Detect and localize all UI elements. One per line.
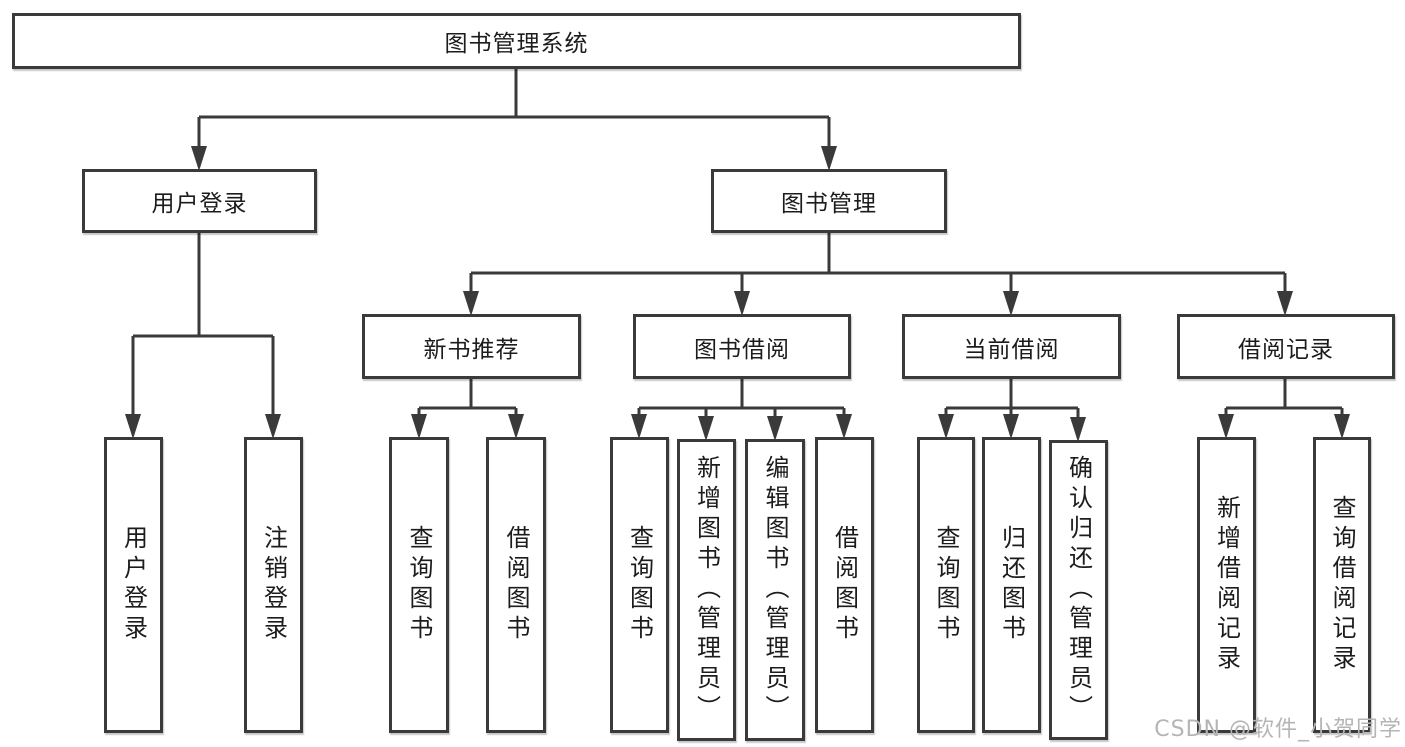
arrow-down-icon (698, 416, 714, 441)
arrow-down-icon (191, 146, 207, 171)
arrow-down-icon (938, 414, 954, 439)
arrow-down-icon (1070, 417, 1086, 442)
leaf-logout: 注销登录 (244, 437, 303, 733)
arrowheads (125, 146, 1350, 442)
arrow-down-icon (411, 414, 427, 439)
leaf-edit-book-admin: 编辑图书（管理员） (745, 439, 805, 741)
node-root: 图书管理系统 (12, 13, 1021, 69)
leaf-confirm-return-admin: 确认归还（管理员） (1049, 440, 1108, 740)
arrow-down-icon (821, 146, 837, 171)
connector-paths (131, 69, 1344, 438)
leaf-query-books-borrow-label: 查询图书 (625, 525, 654, 645)
leaf-logout-label: 注销登录 (259, 525, 288, 645)
arrow-down-icon (1003, 291, 1019, 316)
leaf-borrow-books-newbook: 借阅图书 (486, 437, 546, 733)
node-root-label: 图书管理系统 (444, 31, 589, 57)
arrow-down-icon (508, 414, 524, 439)
arrow-down-icon (734, 291, 750, 316)
leaf-query-borrow-record: 查询借阅记录 (1313, 437, 1371, 733)
arrow-down-icon (1334, 414, 1350, 439)
leaf-query-books-newbook-label: 查询图书 (405, 525, 433, 645)
leaf-return-books: 归还图书 (982, 437, 1041, 733)
node-user-login-label: 用户登录 (151, 191, 248, 217)
arrow-down-icon (463, 291, 479, 316)
leaf-add-borrow-record-label: 新增借阅记录 (1212, 495, 1241, 675)
leaf-borrow-books-borrow-label: 借阅图书 (830, 525, 859, 645)
node-borrow-record-label: 借阅记录 (1238, 336, 1334, 363)
node-current-borrow: 当前借阅 (902, 314, 1121, 379)
leaf-borrow-books-borrow: 借阅图书 (815, 437, 874, 733)
node-user-login: 用户登录 (82, 169, 317, 233)
arrow-down-icon (631, 414, 647, 439)
leaf-query-books-newbook: 查询图书 (389, 437, 449, 733)
arrow-down-icon (1218, 414, 1234, 439)
node-book-mgmt: 图书管理 (711, 169, 947, 233)
node-book-borrow-label: 图书借阅 (694, 336, 790, 363)
node-book-borrow: 图书借阅 (633, 314, 851, 379)
leaf-query-books-current: 查询图书 (917, 437, 975, 733)
leaf-return-books-label: 归还图书 (997, 525, 1026, 645)
leaf-add-borrow-record: 新增借阅记录 (1197, 437, 1256, 733)
node-current-borrow-label: 当前借阅 (963, 336, 1060, 363)
arrow-down-icon (1003, 414, 1019, 439)
leaf-user-login-label: 用户登录 (119, 525, 148, 645)
leaf-borrow-books-newbook-label: 借阅图书 (502, 525, 530, 645)
leaf-query-books-borrow: 查询图书 (610, 437, 669, 733)
node-new-book-rec-label: 新书推荐 (423, 336, 520, 363)
leaf-user-login: 用户登录 (104, 437, 163, 733)
node-borrow-record: 借阅记录 (1177, 314, 1395, 379)
arrow-down-icon (836, 414, 852, 439)
leaf-add-book-admin-label: 新增图书（管理员） (692, 455, 721, 725)
arrow-down-icon (265, 414, 281, 439)
watermark: CSDN @软件_小贺同学 (1154, 717, 1402, 742)
node-new-book-rec: 新书推荐 (362, 314, 581, 379)
arrow-down-icon (1277, 291, 1293, 316)
leaf-edit-book-admin-label: 编辑图书（管理员） (761, 455, 789, 725)
leaf-query-books-current-label: 查询图书 (932, 525, 960, 645)
leaf-add-book-admin: 新增图书（管理员） (677, 439, 736, 741)
leaf-query-borrow-record-label: 查询借阅记录 (1328, 495, 1356, 675)
node-book-mgmt-label: 图书管理 (781, 191, 877, 217)
arrow-down-icon (767, 416, 783, 441)
arrow-down-icon (125, 414, 141, 439)
leaf-confirm-return-admin-label: 确认归还（管理员） (1064, 455, 1093, 725)
